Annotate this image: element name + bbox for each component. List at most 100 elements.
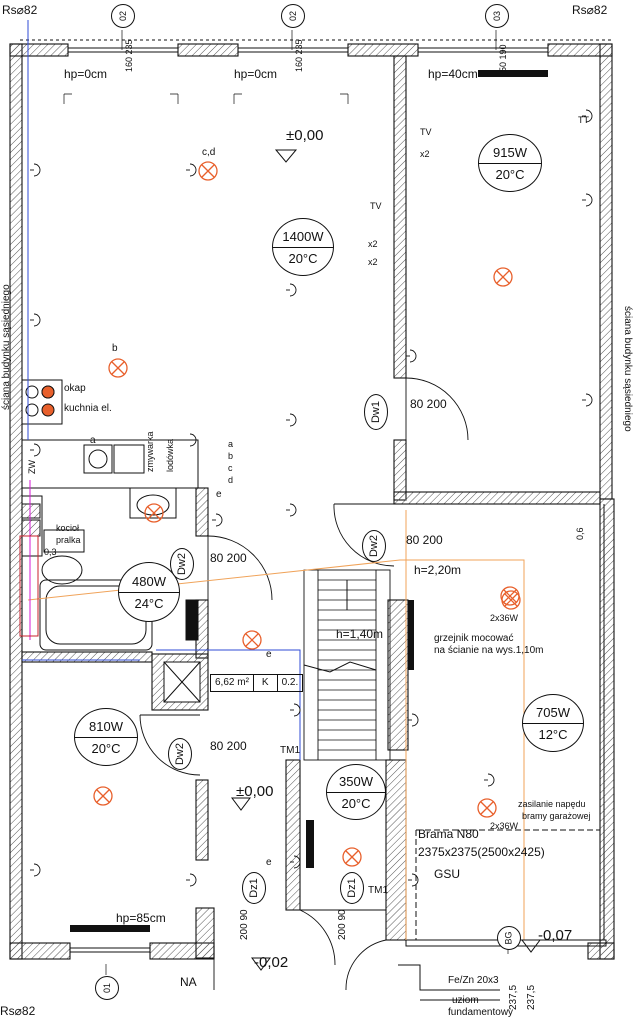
kitchen-counter	[21, 379, 199, 489]
label-e3: e	[216, 489, 222, 500]
socket-icon	[290, 855, 301, 869]
axis-bubble-01: 01	[95, 976, 119, 1000]
label-dim-2375b: 237,5	[526, 984, 537, 1010]
door-dz1b-dims: 200 90	[337, 909, 348, 940]
level-garage: -0,07	[538, 927, 573, 944]
area-cell: 6,62 m² K 0.2.	[210, 674, 304, 692]
label-fezn: Fe/Zn 20x3	[448, 975, 499, 986]
label-brama-dims: 2375x2375(2500x2425)	[418, 845, 545, 859]
outer-walls	[9, 43, 615, 960]
lamp-icon	[93, 786, 113, 806]
label-h220: h=2,20m	[414, 563, 462, 577]
window-2-dims: 160 235	[294, 39, 304, 72]
label-brama: Brama N80	[418, 827, 479, 841]
lamp-icon	[198, 161, 218, 181]
label-grzejnik-2: na ścianie na wys.1,10m	[434, 645, 544, 656]
lamp-icon	[342, 847, 362, 867]
label-pralka: pralka	[56, 535, 81, 545]
room-garage-badge: 705W 12°C	[522, 694, 584, 752]
area-k: K	[254, 675, 278, 691]
room-hall-temp: 20°C	[341, 795, 371, 811]
room-bathroom-power: 480W	[119, 574, 179, 593]
garage-gate	[405, 504, 607, 947]
label-x2b: x2	[368, 239, 378, 249]
label-abcd-d: d	[228, 475, 234, 485]
lamp-icon	[477, 798, 497, 818]
label-zasilanie-2: bramy garażowej	[522, 811, 591, 821]
radiators	[70, 70, 548, 932]
door-dw2a-dims: 80 200	[210, 551, 247, 565]
label-dim-06: 0,6	[575, 527, 585, 540]
room-living-badge: 1400W 20°C	[272, 218, 334, 276]
label-uziom-1: uziom	[452, 995, 479, 1006]
socket-icon	[408, 713, 419, 727]
door-dw2c-dims: 80 200	[406, 533, 443, 547]
label-tv: TV	[420, 127, 432, 137]
label-kuchnia: kuchnia el.	[64, 403, 112, 414]
label-h140: h=1,40m	[336, 627, 384, 641]
room-bathroom-temp: 24°C	[134, 595, 164, 611]
room-bathroom-badge: 480W 24°C	[118, 562, 180, 622]
level-lower: ±0,00	[236, 783, 274, 800]
label-a: a	[90, 435, 96, 446]
label-tm1a: TM1	[280, 745, 300, 756]
socket-icon	[30, 163, 41, 177]
room-hall-power: 350W	[327, 774, 385, 793]
door-dz1a-dims: 200 90	[239, 909, 250, 940]
label-2x36-b: 2x36W	[490, 821, 519, 831]
rs-label-top-left: Rs⌀82	[2, 3, 38, 17]
socket-icon	[30, 443, 41, 457]
room-sw-temp: 20°C	[91, 740, 121, 756]
shaft	[163, 661, 201, 703]
label-zasilanie-1: zasilanie napędu	[518, 799, 586, 809]
grounding	[398, 964, 500, 1001]
wiring	[19, 20, 525, 940]
socket-icon	[286, 503, 297, 517]
socket-icon	[290, 703, 301, 717]
socket-icon	[30, 313, 41, 327]
door-dw2a-tag: Dw2	[170, 548, 194, 580]
window-4-hp: hp=85cm	[116, 911, 166, 925]
lamp-icon	[493, 267, 513, 287]
label-b: b	[112, 343, 118, 354]
socket-icon	[582, 193, 593, 207]
lamp-icon	[500, 586, 520, 606]
room-bedroom-power: 915W	[479, 145, 541, 164]
window-3-dims: 50 190	[498, 44, 508, 72]
label-uziom-2: fundamentowy	[448, 1007, 514, 1018]
label-zmywarka: zmywarka	[145, 431, 155, 472]
window-frames	[20, 39, 612, 953]
socket-icon	[212, 513, 223, 527]
door-dw2b-tag: Dw2	[168, 738, 192, 770]
window-2-hp: hp=0cm	[234, 67, 278, 81]
area-num: 0.2.	[281, 677, 299, 688]
room-hall-badge: 350W 20°C	[326, 764, 386, 820]
socket-icon	[30, 863, 41, 877]
socket-icon	[406, 349, 417, 363]
label-na: NA	[180, 975, 197, 989]
axis-bubble-bg: BG	[497, 926, 521, 950]
label-dim-2375a: 237,5	[508, 984, 519, 1010]
window-1-hp: hp=0cm	[64, 67, 108, 81]
label-x2c: x2	[368, 257, 378, 267]
label-abcd-c: c	[228, 463, 233, 473]
lamp-icon	[144, 503, 164, 523]
axis-bubble-03: 03	[485, 4, 509, 28]
socket-icon	[286, 283, 297, 297]
label-wall-right: ściana budynku sąsiedniego	[622, 306, 633, 432]
label-okap: okap	[64, 383, 86, 394]
label-kociol: kocioł	[56, 523, 80, 533]
door-dw2b-dims: 80 200	[210, 739, 247, 753]
room-sw-badge: 810W 20°C	[74, 708, 138, 766]
socket-icon	[582, 109, 593, 123]
window-1-dims: 160 235	[124, 39, 134, 72]
room-bedroom-badge: 915W 20°C	[478, 134, 542, 192]
light-fixtures	[93, 161, 521, 867]
sockets	[30, 109, 593, 887]
axis-bubble-02b: 02	[281, 4, 305, 28]
room-living-power: 1400W	[273, 229, 333, 248]
rs-label-top-right: Rs⌀82	[572, 3, 608, 17]
label-cd: c,d	[202, 147, 216, 158]
label-tv2: TV	[370, 201, 382, 211]
